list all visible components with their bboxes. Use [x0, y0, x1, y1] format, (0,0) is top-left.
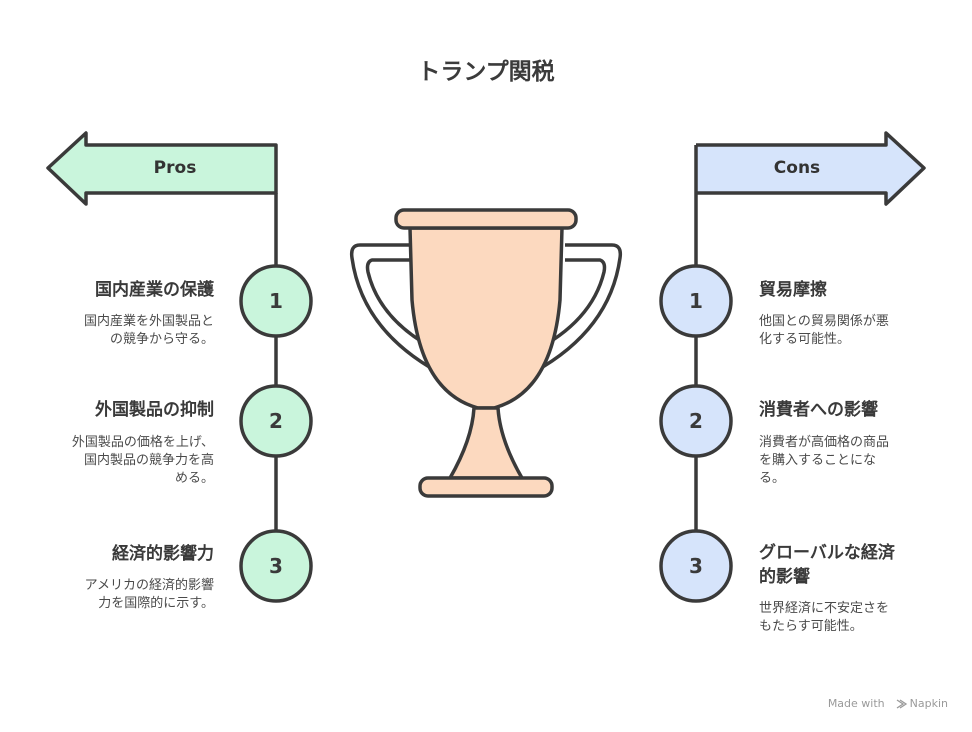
- footer-brand: Napkin: [909, 697, 948, 710]
- cons-label: Cons: [773, 158, 821, 178]
- pros-badge-2: [239, 384, 313, 458]
- pros-badge-1-number: 1: [269, 289, 283, 313]
- pros-item-3-desc: アメリカの経済的影響力を国際的に示す。: [84, 578, 214, 611]
- cons-item-1-desc: 他国との貿易関係が悪化する可能性。: [759, 314, 889, 347]
- cons-badge-1-number: 1: [689, 289, 703, 313]
- cons-arrow: [696, 131, 926, 206]
- cons-item-3-title: グローバルな経済的影響: [759, 543, 895, 587]
- footer-made-with: Made with: [827, 697, 885, 710]
- cons-item-3-desc: 世界経済に不安定さをもたらす可能性。: [759, 601, 890, 634]
- pros-item-1-desc: 国内産業を外国製品との競争から守る。: [83, 314, 214, 347]
- cons-badge-3-number: 3: [689, 554, 703, 578]
- page-title: トランプ関税: [417, 59, 555, 85]
- pros-item-2-desc: 外国製品の価格を上げ、国内製品の競争力を高める。: [71, 435, 214, 486]
- footer-credit: Made with Napkin: [828, 697, 948, 710]
- pros-badge-1: [239, 264, 313, 338]
- napkin-logo-icon: [896, 699, 908, 709]
- pros-badge-2-number: 2: [269, 409, 283, 433]
- cons-badges: [659, 264, 733, 603]
- pros-item-3-title: 経済的影響力: [112, 544, 214, 564]
- pros-item-2-title: 外国製品の抑制: [95, 400, 214, 420]
- pros-badge-3-number: 3: [269, 554, 283, 578]
- cons-badge-3: [659, 529, 733, 603]
- cons-item-2-title: 消費者への影響: [759, 400, 878, 420]
- cons-badge-1: [659, 264, 733, 338]
- pros-badge-3: [239, 529, 313, 603]
- cons-badge-2: [659, 384, 733, 458]
- pros-badges: [239, 264, 313, 603]
- pros-arrow: [46, 131, 278, 206]
- pros-item-1-title: 国内産業の保護: [95, 280, 214, 300]
- trophy-icon: [349, 208, 623, 498]
- pros-label: Pros: [153, 158, 197, 178]
- cons-badge-2-number: 2: [689, 409, 703, 433]
- cons-item-1-title: 貿易摩擦: [759, 280, 827, 300]
- cons-item-2-desc: 消費者が高価格の商品を購入することになる。: [759, 435, 890, 486]
